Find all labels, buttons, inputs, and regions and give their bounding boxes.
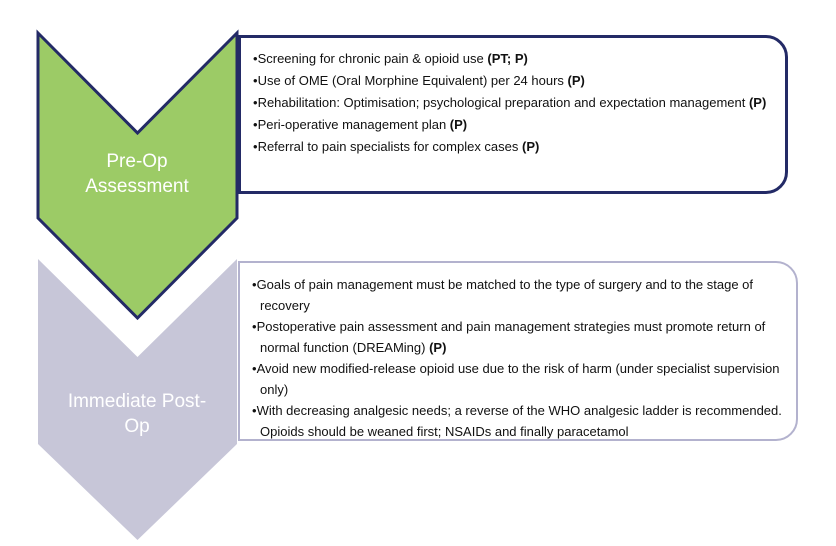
bullet-text: With decreasing analgesic needs; a rever… [256,403,782,439]
bullet-item: Use of OME (Oral Morphine Equivalent) pe… [253,70,779,92]
bullet-text: Referral to pain specialists for complex… [257,139,523,154]
bullet-item: Screening for chronic pain & opioid use … [253,48,779,70]
bullet-text: Postoperative pain assessment and pain m… [256,319,766,355]
evidence-grade-tag: (P) [429,340,447,355]
preop-detail-box: Screening for chronic pain & opioid use … [238,35,788,194]
bullet-text: Peri-operative management plan [257,117,450,132]
evidence-grade-tag: (P) [748,95,767,110]
bullet-text: Goals of pain management must be matched… [256,277,754,313]
bullet-item: With decreasing analgesic needs; a rever… [252,400,790,439]
bullet-item: Referral to pain specialists for complex… [253,136,779,158]
evidence-grade-tag: (P) [567,73,585,88]
postop-chevron-arrow-shape [38,259,237,540]
postop-detail-box: Goals of pain management must be matched… [238,261,798,441]
preop-chevron-arrow-shape [36,29,239,321]
bullet-item: Avoid new modified-release opioid use du… [252,358,790,400]
bullet-text: Rehabilitation: Optimisation; psychologi… [257,95,749,110]
evidence-grade-tag: (P) [522,139,540,154]
bullet-item: Peri-operative management plan (P) [253,114,779,136]
bullet-text: Avoid new modified-release opioid use du… [256,361,780,397]
bullet-item: Goals of pain management must be matched… [252,274,790,316]
evidence-grade-tag: (P) [449,117,468,132]
postop-bullet-list: Goals of pain management must be matched… [252,274,790,439]
bullet-text: Screening for chronic pain & opioid use [257,51,488,66]
bullet-item: Rehabilitation: Optimisation; psychologi… [253,92,779,114]
bullet-item: Postoperative pain assessment and pain m… [252,316,790,358]
postop-stage-label: Immediate Post-Op [67,391,207,437]
bullet-text: Use of OME (Oral Morphine Equivalent) pe… [257,73,568,88]
evidence-grade-tag: (PT; P) [487,51,528,66]
preop-stage-label: Pre-Op Assessment [85,151,189,197]
preop-bullet-list: Screening for chronic pain & opioid use … [253,48,779,158]
